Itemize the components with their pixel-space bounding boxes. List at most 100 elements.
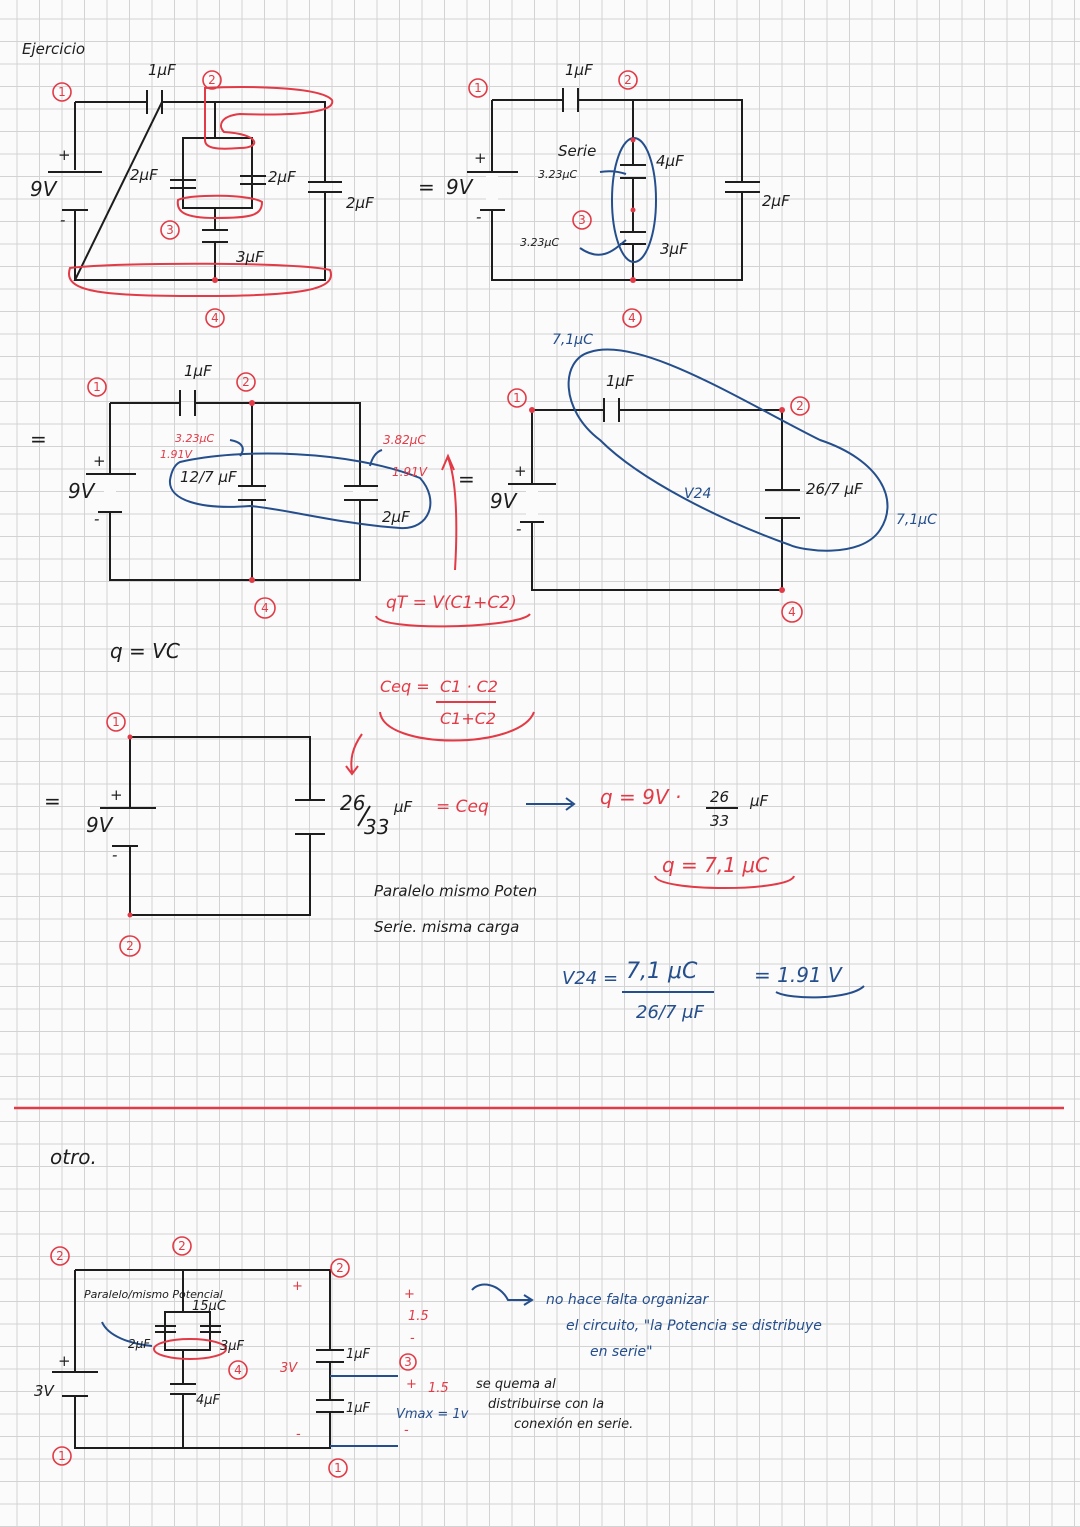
- v24-lhs: V24 =: [562, 968, 618, 989]
- node-2-c4: 2: [796, 399, 804, 413]
- cap-3uf-label: 3μF: [660, 240, 688, 258]
- node-1: 1: [58, 85, 66, 99]
- cap-left-label: 2μF: [130, 166, 158, 184]
- minus-top: -: [410, 1331, 415, 1346]
- minus-sign-3: -: [94, 510, 99, 528]
- v24-num: 7,1 μC: [626, 959, 698, 984]
- v24-den: 26/7 μF: [636, 1002, 705, 1023]
- cap-26-7-label: 26/7 μF: [806, 480, 863, 498]
- ceq-den: 33: [364, 815, 389, 839]
- circuit-3: = + - 9V 1μF 12/7 μF 2μF 3.23μC 1.91V 3.…: [30, 362, 458, 619]
- ceq-unit: μF: [393, 798, 413, 816]
- charge-a-label: 3.23μC: [538, 168, 577, 181]
- cap-left-s2: 2μF: [128, 1337, 151, 1351]
- circuit-4: = + - 9V 1μF 26/7 μF 7,1μC 7,1μC V24 1 2…: [458, 332, 937, 623]
- node-2-c2: 2: [624, 73, 632, 87]
- node-4-c2: 4: [628, 311, 636, 325]
- serie-label: Serie: [558, 142, 596, 160]
- minus-sign-4: -: [516, 520, 521, 538]
- node-1-c5: 1: [112, 715, 120, 729]
- volt-mid-label: 1.91V: [160, 448, 193, 461]
- ceq-rhs: = Ceq: [436, 797, 489, 817]
- rule-series: Serie. misma carga: [374, 918, 519, 936]
- burn-note-3: conexión en serie.: [514, 1417, 633, 1432]
- formula-qt: qT = V(C1+C2): [386, 593, 517, 613]
- burn-note-1: se quema al: [476, 1377, 556, 1392]
- note-1: no hace falta organizar: [546, 1292, 709, 1308]
- circuit-5: = + - 9V 1 2: [44, 712, 325, 957]
- node-4: 4: [211, 311, 219, 325]
- cap-right-label: 2μF: [346, 194, 374, 212]
- charge-15uc: 15μC: [192, 1299, 227, 1314]
- formula-ceq-num: C1 · C2: [440, 677, 498, 696]
- plus-bottom: +: [406, 1377, 417, 1392]
- minus-bottom: -: [404, 1423, 409, 1438]
- q-calc-den: 33: [710, 812, 729, 830]
- equals-sign: =: [418, 175, 435, 199]
- cap-right-label-2: 2μF: [762, 192, 790, 210]
- circuit-2: = + - 9V 1μF 4μF 3μF 2μF Serie 3.23μC 3.…: [418, 61, 790, 328]
- cap-top-label-2: 1μF: [565, 61, 593, 79]
- rule-parallel: Paralelo mismo Poten: [374, 882, 537, 900]
- charge-b-label: 3.23μC: [520, 236, 559, 249]
- battery-label-5: 9V: [86, 813, 114, 837]
- cap-right-label-3: 2μF: [382, 508, 410, 526]
- cap-4uf-label: 4μF: [656, 152, 684, 170]
- node-3-c2: 3: [578, 213, 586, 227]
- vmax: Vmax = 1v: [396, 1407, 469, 1422]
- charge-top-label: 7,1μC: [552, 332, 593, 348]
- v-bottom: 1.5: [428, 1381, 449, 1396]
- cap-right-bottom-s2: 1μF: [346, 1401, 371, 1416]
- cap-12-7-label: 12/7 μF: [180, 468, 237, 486]
- note-2: el circuito, "la Potencia se distribuye: [566, 1318, 822, 1334]
- node-s2-d: 4: [234, 1363, 242, 1377]
- equals-sign-3: =: [30, 427, 47, 451]
- cap-bottom-s2: 4μF: [196, 1393, 221, 1408]
- burn-note-2: distribuirse con la: [488, 1397, 604, 1412]
- plus-3v: +: [292, 1279, 303, 1294]
- node-2: 2: [208, 73, 216, 87]
- v-top: 1.5: [408, 1309, 429, 1324]
- minus-sign-2: -: [476, 208, 481, 226]
- ceq-num: 26: [340, 791, 365, 815]
- v24-label: V24: [684, 486, 711, 502]
- battery-label: 9V: [30, 177, 58, 201]
- volt-3v: 3V: [280, 1361, 298, 1376]
- cap-mid-s2: 3μF: [220, 1339, 245, 1354]
- node-s2-a: 2: [56, 1249, 64, 1263]
- section-2: otro. 3V + 2μF 3μF 4μF 1μF 1μF Paralelo/…: [34, 1145, 822, 1478]
- equals-sign-5: =: [44, 789, 61, 813]
- battery-label-2: 9V: [446, 175, 474, 199]
- node-s2-g: 1: [334, 1461, 342, 1475]
- formula-ceq-den: C1+C2: [440, 709, 496, 728]
- formula-qvc: q = VC: [110, 639, 180, 663]
- node-2-c3: 2: [242, 375, 250, 389]
- node-s2-c: 2: [336, 1261, 344, 1275]
- battery-label-3: 9V: [68, 479, 96, 503]
- plus-sign-4: +: [514, 462, 527, 480]
- q-calc: q = 9V ·: [600, 785, 681, 809]
- node-2-c5: 2: [126, 939, 134, 953]
- minus-3v: -: [296, 1427, 301, 1442]
- section2-title: otro.: [50, 1145, 97, 1169]
- cap-mid-label: 2μF: [268, 168, 296, 186]
- q-calc-unit: μF: [749, 792, 769, 810]
- plus-sign-5: +: [110, 786, 123, 804]
- node-4-c4: 4: [788, 605, 796, 619]
- formulas: qT = V(C1+C2) q = VC Ceq = C1 · C2 C1+C2…: [110, 593, 865, 1023]
- plus-top: +: [404, 1287, 415, 1302]
- cap-right-top-s2: 1μF: [346, 1347, 371, 1362]
- charge-right-label-4: 7,1μC: [896, 512, 937, 528]
- paralelo-label: Paralelo/mismo Potencial: [84, 1288, 223, 1301]
- v24-result: = 1.91 V: [754, 963, 843, 987]
- formula-ceq-lhs: Ceq =: [380, 677, 430, 696]
- node-s2-b: 2: [178, 1239, 186, 1253]
- charge-right-label: 3.82μC: [383, 433, 426, 447]
- note-3: en serie": [590, 1344, 653, 1360]
- volt-right-label: 1.91V: [392, 465, 428, 479]
- cap-bottom-label: 3μF: [236, 248, 264, 266]
- plus-sign-3: +: [93, 452, 106, 470]
- circuit-1: + - 9V 1μF 2μF 2μF 3μF 2μF 1 2 3 4: [30, 61, 374, 328]
- plus-sign-2: +: [474, 149, 487, 167]
